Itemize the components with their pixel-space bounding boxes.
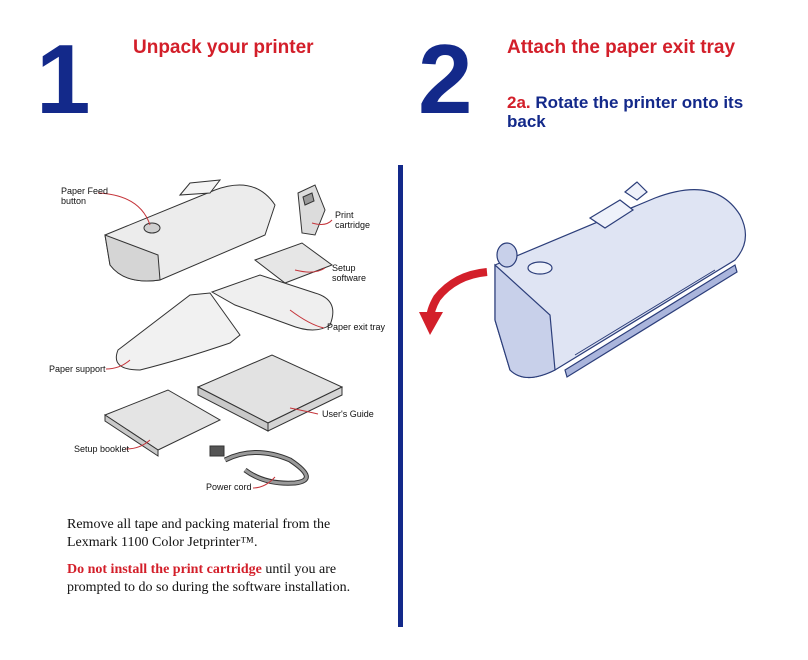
- step-2-number: 2: [418, 24, 473, 134]
- label-paper-support: Paper support: [49, 364, 106, 374]
- unpack-instruction-text: Remove all tape and packing material fro…: [67, 517, 331, 550]
- step-2-title: Attach the paper exit tray: [507, 37, 736, 58]
- column-divider: [398, 165, 403, 627]
- setup-booklet: [103, 389, 222, 451]
- cartridge-warning-rest: until you are prompted to do so during t…: [67, 562, 351, 595]
- rotate-printer-illustration: [419, 181, 746, 379]
- label-paper-exit-tray: Paper exit tray: [327, 322, 386, 332]
- label-paper-feed-button: Paper Feed button: [61, 186, 109, 206]
- label-power-cord: Power cord: [206, 482, 252, 492]
- step-2a-instruction: 2a. Rotate the printer onto its back: [507, 93, 757, 131]
- step-2a-number: 2a.: [507, 93, 531, 112]
- paper-support: [115, 292, 241, 371]
- power-cord-coil: [223, 450, 309, 486]
- step-1-number: 1: [36, 24, 91, 134]
- label-setup-booklet: Setup booklet: [74, 444, 130, 454]
- paper-feed-button: [143, 222, 161, 234]
- setup-software-sleeve: [253, 242, 334, 284]
- step-2a-text: Rotate the printer onto its back: [507, 93, 744, 131]
- paper-exit-tray: [210, 274, 334, 331]
- label-users-guide: User's Guide: [322, 409, 374, 419]
- print-cartridge-box: [297, 184, 326, 236]
- step-1-title: Unpack your printer: [133, 37, 314, 58]
- unpacked-parts-illustration: [97, 179, 344, 489]
- cartridge-warning-emphasis: Do not install the print cartridge: [67, 562, 262, 577]
- label-setup-software: Setup software: [332, 263, 367, 283]
- printer-knob: [496, 242, 518, 268]
- label-print-cartridge: Print cartridge: [335, 210, 371, 230]
- power-cord-plug: [209, 445, 225, 457]
- cartridge-warning-text: Do not install the print cartridge until…: [67, 561, 377, 597]
- users-guide-book: [196, 354, 344, 424]
